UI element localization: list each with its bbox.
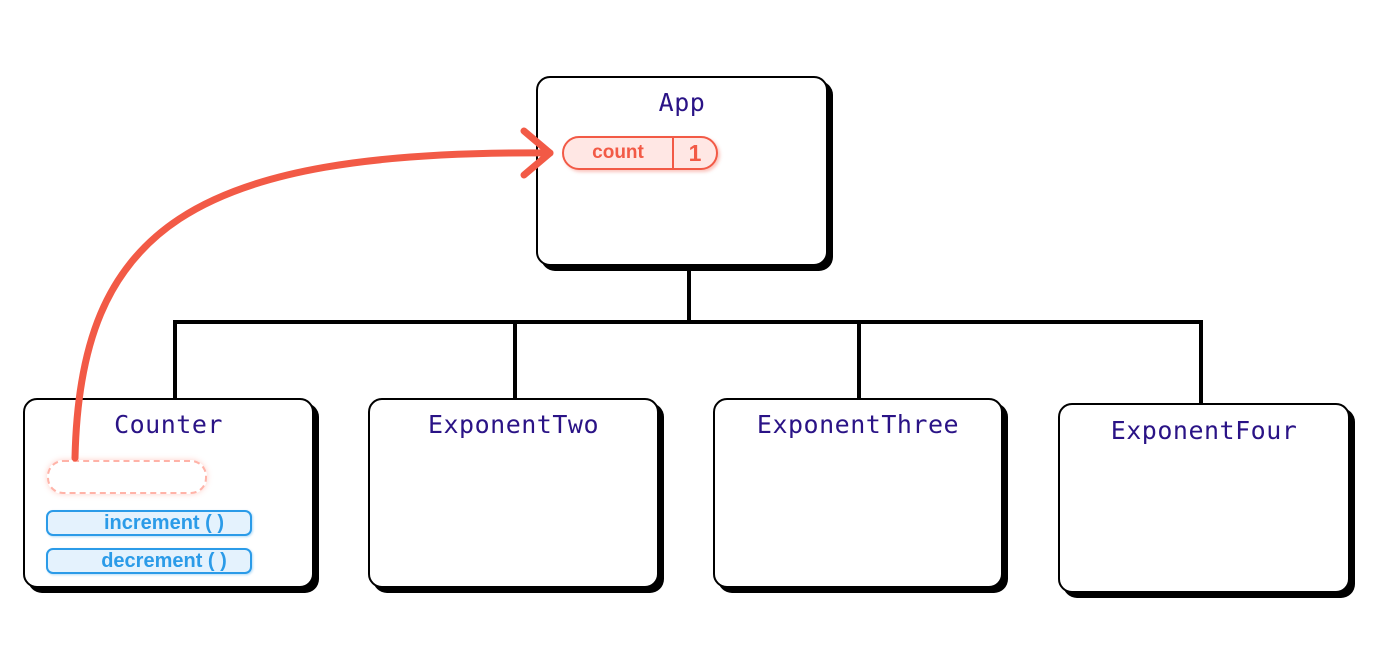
counter-component-title: Counter (114, 410, 223, 439)
count-state-value: 1 (688, 139, 702, 166)
count-state-pill: count 1 (562, 136, 718, 170)
counter-component-box: Counter increment ( ) decrement ( ) (23, 398, 314, 588)
moved-state-placeholder (47, 460, 207, 494)
exponent-two-component-box: ExponentTwo (368, 398, 659, 588)
app-component-title: App (658, 88, 706, 117)
increment-function-pill: increment ( ) (46, 510, 252, 536)
exponent-two-component-title: ExponentTwo (427, 410, 600, 439)
exponent-three-component-box: ExponentThree (713, 398, 1003, 588)
app-component-box: App count 1 (536, 76, 828, 266)
decrement-function-pill: decrement ( ) (46, 548, 252, 574)
exponent-four-component-box: ExponentFour (1058, 403, 1350, 593)
exponent-four-component-title: ExponentFour (1110, 416, 1298, 445)
count-state-name: count (564, 138, 674, 168)
exponent-three-component-title: ExponentThree (756, 410, 960, 439)
